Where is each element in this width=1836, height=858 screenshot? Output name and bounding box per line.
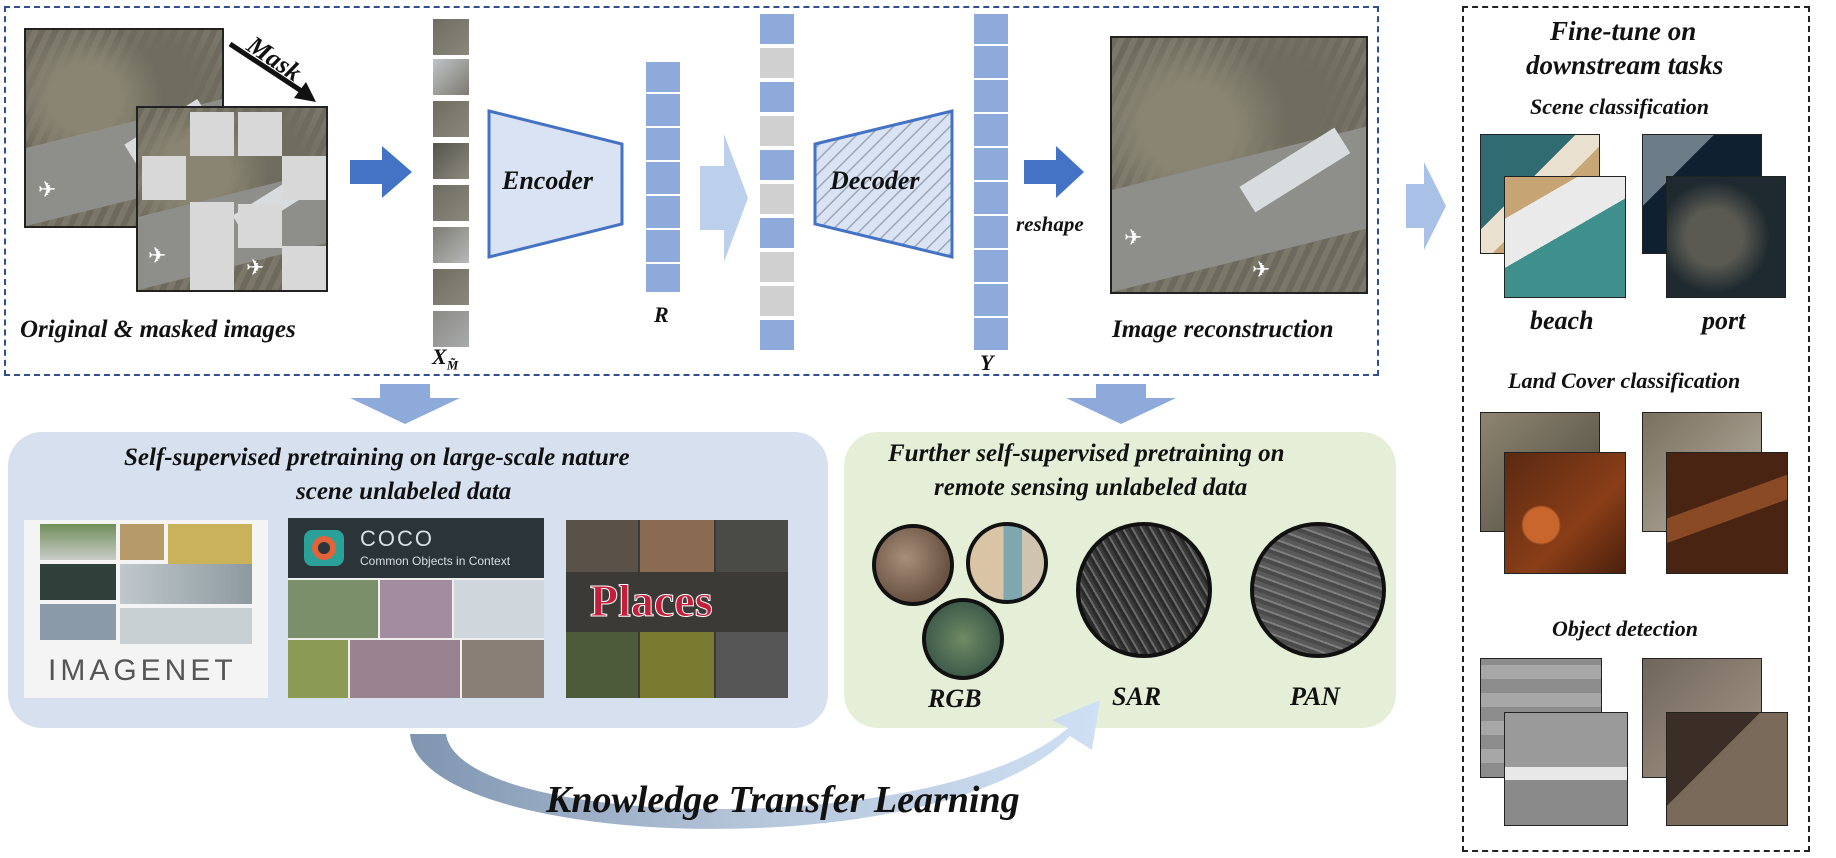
output-tokens-y <box>974 14 1008 350</box>
r-label: R <box>654 302 669 327</box>
port-label: port <box>1702 306 1746 335</box>
sar-label: SAR <box>1112 682 1162 711</box>
flow-arrow-icon <box>700 134 748 262</box>
y-label: Y <box>980 350 994 375</box>
landcover-thumb-front-2 <box>1666 452 1788 574</box>
coco-logo-icon <box>304 530 344 566</box>
flow-arrow-icon <box>350 146 412 198</box>
coco-logo-subtitle: Common Objects in Context <box>360 554 511 568</box>
nature-panel-title-1: Self-supervised pretraining on large-sca… <box>124 444 630 471</box>
finetune-box <box>1462 6 1810 852</box>
masked-image: ✈ ✈ <box>136 106 328 292</box>
rs-panel-title-2: remote sensing unlabeled data <box>934 474 1248 501</box>
port-thumb-front <box>1666 176 1786 298</box>
object-detection-title: Object detection <box>1552 616 1699 641</box>
plane-icon: ✈ <box>1124 226 1143 251</box>
curved-arrow-icon <box>410 700 1100 829</box>
landcover-thumb-front-1 <box>1504 452 1626 574</box>
encoder-label: Encoder <box>502 166 593 195</box>
places-dataset: Places <box>566 520 788 698</box>
beach-thumb-front <box>1504 176 1626 298</box>
sar-sample <box>1076 522 1212 658</box>
coco-dataset: COCO Common Objects in Context <box>288 518 544 698</box>
finetune-title-1: Fine-tune on <box>1550 16 1697 46</box>
reshape-label: reshape <box>1016 212 1084 236</box>
pretraining-pipeline-box <box>4 6 1379 376</box>
rgb-sample-1 <box>872 524 954 606</box>
original-masked-label: Original & masked images <box>20 316 296 343</box>
coco-logo-title: COCO <box>360 526 434 551</box>
nature-panel-title-2: scene unlabeled data <box>296 478 512 505</box>
full-token-column <box>760 14 794 354</box>
encoder-block <box>487 109 624 259</box>
visible-patches-column <box>432 18 470 348</box>
reconstruction-label: Image reconstruction <box>1112 316 1334 343</box>
landcover-classification-title: Land Cover classification <box>1508 368 1741 393</box>
pan-sample <box>1250 522 1386 658</box>
pan-label: PAN <box>1290 682 1341 711</box>
plane-icon: ✈ <box>148 244 167 269</box>
flow-arrow-icon <box>1024 146 1084 198</box>
down-arrow-icon <box>1066 384 1176 424</box>
detection-thumb-front-1 <box>1504 712 1628 826</box>
beach-label: beach <box>1530 306 1594 335</box>
mask-arrow-icon <box>228 41 316 102</box>
reconstructed-image: ✈ ✈ <box>1110 36 1368 294</box>
finetune-title-2: downstream tasks <box>1526 50 1724 80</box>
imagenet-dataset: IMAGENET <box>24 520 268 698</box>
rgb-label: RGB <box>928 684 982 713</box>
imagenet-logo: IMAGENET <box>48 654 237 687</box>
x-subscript: M̃ <box>446 357 459 373</box>
rgb-sample-2 <box>966 522 1048 604</box>
rgb-sample-3 <box>922 598 1004 680</box>
x-label: XM̃ <box>432 344 459 373</box>
detection-thumb-front-2 <box>1666 712 1788 826</box>
down-arrow-icon <box>350 384 460 424</box>
decoder-block <box>813 109 954 259</box>
plane-icon: ✈ <box>38 178 57 203</box>
decoder-label: Decoder <box>830 166 920 195</box>
plane-icon: ✈ <box>246 256 265 281</box>
flow-arrow-icon <box>1406 162 1446 250</box>
latent-tokens-r <box>646 62 680 292</box>
knowledge-transfer-label: Knowledge Transfer Learning <box>546 779 1020 821</box>
plane-icon: ✈ <box>1252 258 1271 283</box>
scene-classification-title: Scene classification <box>1530 94 1710 119</box>
places-logo: Places <box>590 575 714 627</box>
rs-panel-title-1: Further self-supervised pretraining on <box>888 440 1285 467</box>
